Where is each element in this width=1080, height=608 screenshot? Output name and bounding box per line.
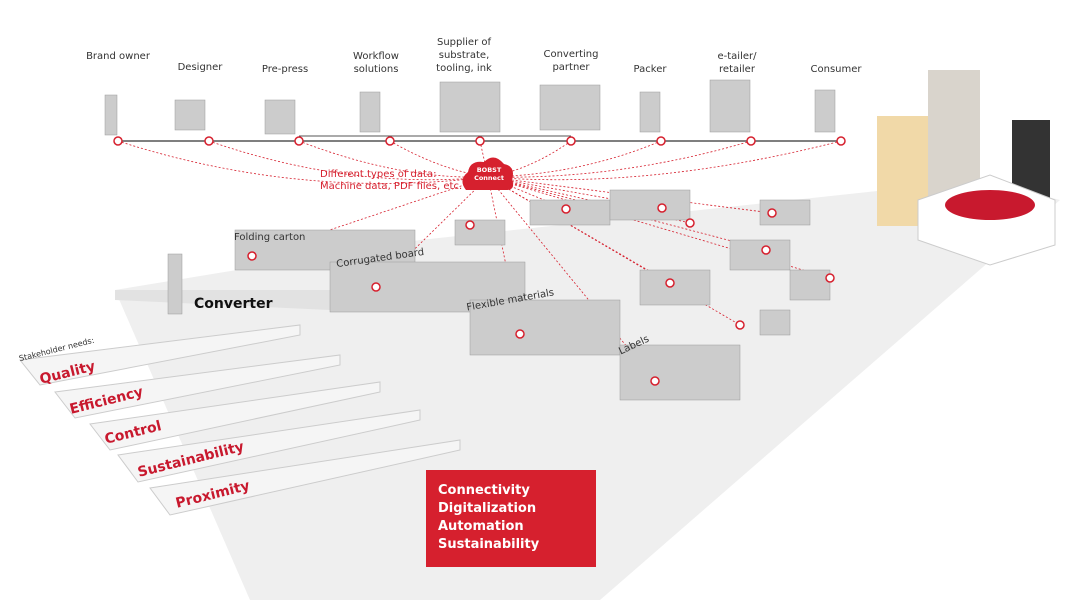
stakeholder-label: Workflow solutions: [353, 51, 399, 75]
pillar: Connectivity: [438, 483, 530, 498]
data-note: Different types of data:Machine data, PD…: [320, 169, 463, 192]
stakeholder-label: Brand owner: [86, 51, 150, 62]
needs-boards: [19, 324, 461, 516]
products: [877, 70, 1056, 266]
machines: [104, 79, 836, 401]
pillar: Sustainability: [438, 537, 540, 552]
stakeholder-label: Packer: [633, 64, 667, 75]
node-markers: [113, 136, 846, 386]
stakeholder-label: Pre-press: [261, 64, 309, 75]
area-label-converter: Converter: [194, 296, 273, 312]
cloud-icon: [462, 157, 514, 190]
stakeholder-label: Converting partner: [543, 49, 599, 73]
pillar: Digitalization: [438, 501, 537, 516]
stakeholder-label: Consumer: [810, 64, 862, 75]
pillar: Automation: [438, 519, 524, 534]
area-label-folding: Folding carton: [234, 232, 306, 243]
stakeholder-label: Designer: [177, 62, 223, 73]
stakeholder-label: Supplier of substrate, tooling, ink: [436, 37, 492, 74]
stakeholder-label: e-tailer/ retailer: [717, 51, 757, 75]
pillars-box: Connectivity Digitalization Automation S…: [426, 470, 596, 567]
